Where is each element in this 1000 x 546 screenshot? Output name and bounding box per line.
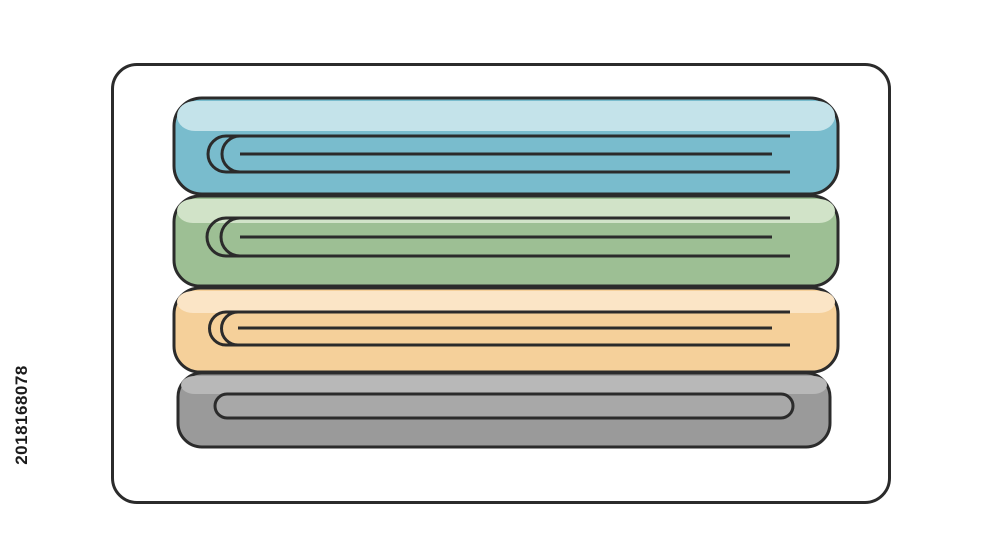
stock-id-label: 2018168078 bbox=[12, 300, 32, 530]
towel-gray bbox=[176, 371, 832, 449]
towel-peach bbox=[172, 286, 840, 374]
towel-blue bbox=[172, 96, 840, 196]
towel-green bbox=[172, 194, 840, 288]
stock-id-text: 2018168078 bbox=[12, 365, 31, 465]
